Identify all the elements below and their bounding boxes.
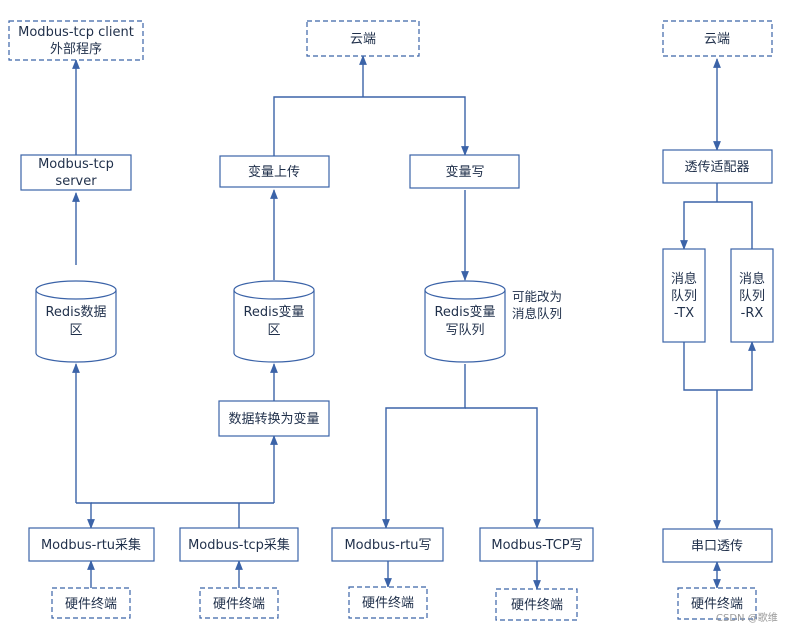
node-passthrough-adapter: 透传适配器	[662, 149, 773, 184]
redis-var-line1: Redis变量	[243, 304, 304, 320]
cloud-center-label: 云端	[350, 32, 376, 47]
hw4-label: 硬件终端	[511, 597, 563, 613]
redis-data-line1: Redis数据	[45, 305, 106, 320]
connectors	[72, 55, 756, 590]
node-rtu-write: Modbus-rtu写	[331, 527, 444, 562]
node-ext-client: Modbus-tcp client 外部程序	[8, 20, 144, 61]
tcp-server-line1: Modbus-tcp	[38, 157, 114, 172]
node-mq-tx: 消息 队列 -TX	[662, 248, 706, 343]
tcp-write-label: Modbus-TCP写	[491, 538, 582, 553]
data-to-var-label: 数据转换为变量	[228, 411, 319, 427]
edge-adapter-queues	[680, 201, 753, 250]
redis-var-line2: 区	[267, 323, 280, 338]
watermark: CSDN @歌维	[716, 611, 778, 624]
edge-queue-to-rtuwrite	[382, 364, 466, 529]
edge-cloud-to-write	[273, 96, 469, 156]
node-hw-terminal-3: 硬件终端	[348, 586, 428, 619]
node-var-write: 变量写	[409, 154, 520, 189]
redis-data-line2: 区	[69, 323, 82, 338]
mq-rx-line2: 队列	[739, 289, 765, 304]
queue-note-line1: 可能改为	[512, 289, 562, 304]
redis-write-queue-line2: 写队列	[445, 323, 484, 338]
node-tcp-write: Modbus-TCP写	[479, 527, 594, 562]
var-upload-label: 变量上传	[248, 164, 300, 180]
node-hw-terminal-2: 硬件终端	[199, 587, 279, 619]
node-serial-passthrough: 串口透传	[662, 528, 773, 563]
edge-queue-to-tcpwrite	[465, 407, 541, 529]
node-tcp-server: Modbus-tcp server	[20, 154, 132, 191]
tcp-collect-label: Modbus-tcp采集	[188, 537, 290, 553]
node-hw-terminal-1: 硬件终端	[51, 587, 131, 619]
rtu-write-label: Modbus-rtu写	[344, 538, 431, 553]
ext-client-line1: Modbus-tcp client	[18, 25, 134, 40]
node-redis-var: Redis变量 区	[233, 280, 315, 363]
hw2-label: 硬件终端	[213, 596, 265, 612]
node-tcp-collect: Modbus-tcp采集	[179, 527, 299, 562]
node-cloud-center: 云端	[306, 20, 420, 57]
queue-note: 可能改为 消息队列	[512, 289, 562, 321]
mq-tx-line1: 消息	[671, 271, 697, 287]
cloud-right-label: 云端	[704, 32, 730, 47]
edge-branch-to-rtu	[76, 502, 95, 529]
tcp-server-line2: server	[55, 174, 97, 189]
node-var-upload: 变量上传	[219, 155, 330, 188]
mq-rx-line3: -RX	[741, 306, 764, 321]
edge-queues-bottom	[683, 341, 756, 391]
node-hw-terminal-4: 硬件终端	[495, 588, 578, 621]
node-mq-rx: 消息 队列 -RX	[730, 248, 774, 343]
serial-passthrough-label: 串口透传	[691, 539, 743, 554]
mq-tx-line3: -TX	[674, 306, 694, 321]
redis-write-queue-line1: Redis变量	[434, 304, 495, 320]
rtu-collect-label: Modbus-rtu采集	[41, 537, 141, 553]
mq-tx-line2: 队列	[671, 289, 697, 304]
mq-rx-line1: 消息	[739, 271, 765, 287]
node-data-to-var: 数据转换为变量	[218, 400, 330, 437]
hw3-label: 硬件终端	[362, 595, 414, 611]
queue-note-line2: 消息队列	[512, 306, 562, 321]
var-write-label: 变量写	[445, 164, 484, 180]
node-hw-terminal-5: 硬件终端	[677, 587, 757, 620]
node-cloud-right: 云端	[662, 20, 773, 57]
ext-client-line2: 外部程序	[50, 42, 102, 57]
node-redis-write-queue: Redis变量 写队列	[424, 280, 506, 363]
node-redis-data: Redis数据 区	[35, 280, 117, 363]
hw5-label: 硬件终端	[691, 596, 743, 612]
hw1-label: 硬件终端	[65, 596, 117, 612]
passthrough-adapter-label: 透传适配器	[684, 160, 749, 175]
node-rtu-collect: Modbus-rtu采集	[28, 527, 155, 562]
